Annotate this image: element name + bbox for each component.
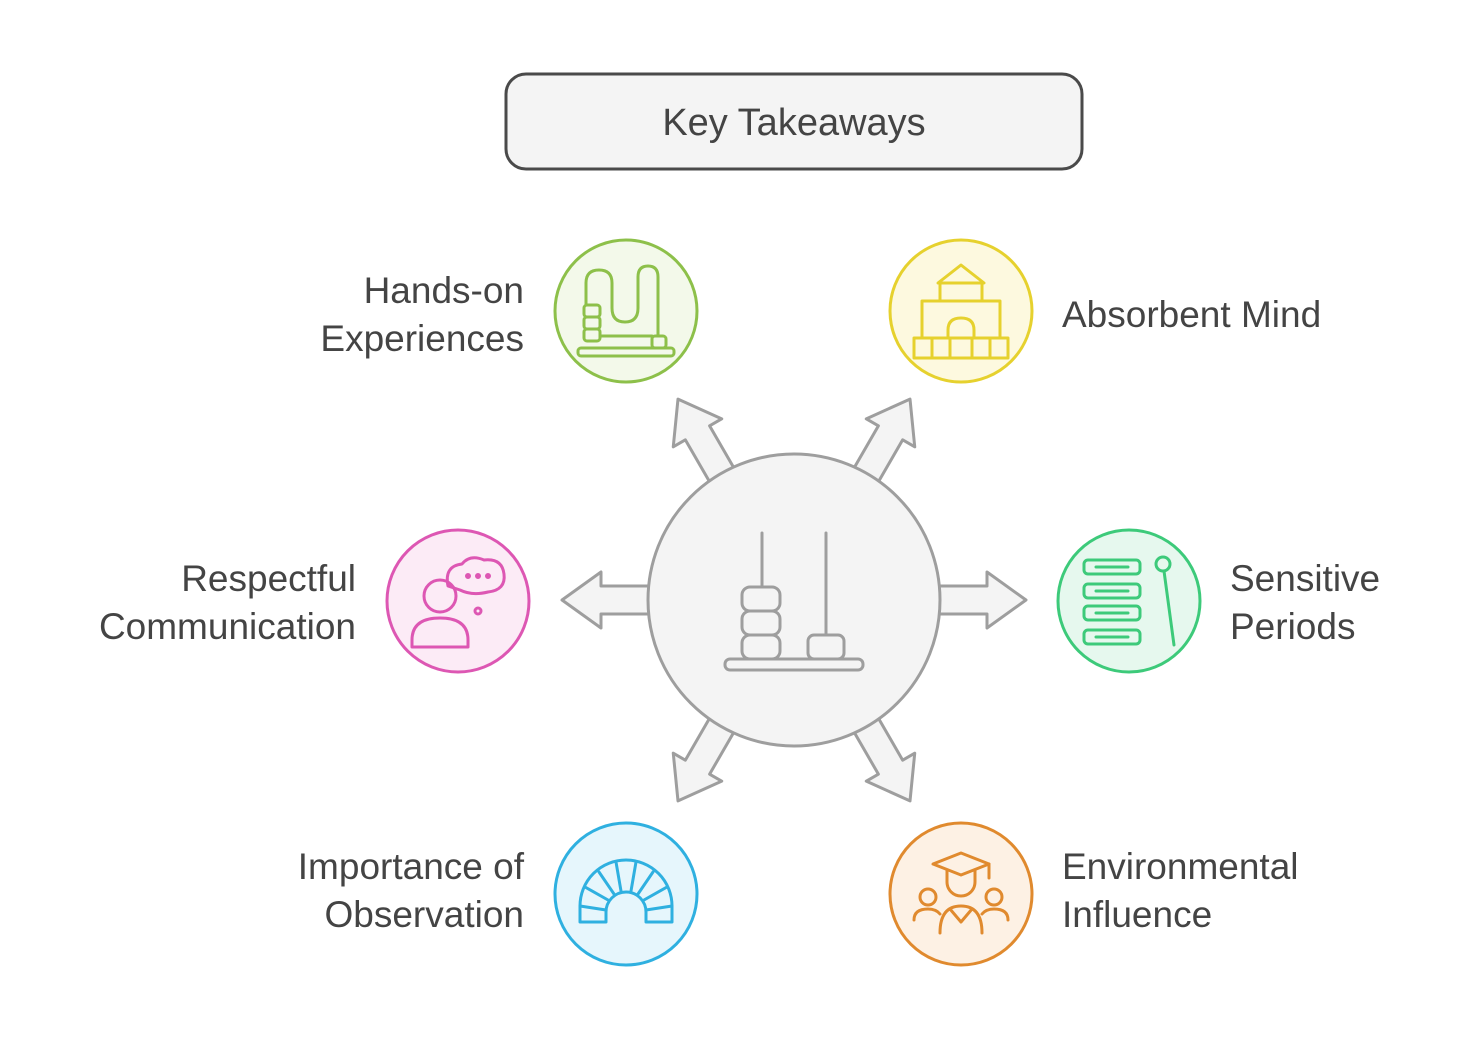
- toy-track-icon: [576, 264, 676, 358]
- label-environmental-line2: Influence: [1062, 894, 1212, 935]
- label-sensitive-line1: Sensitive: [1230, 558, 1380, 599]
- item-sensitive: Sensitive Periods: [1056, 528, 1380, 674]
- label-observation-line2: Observation: [325, 894, 525, 935]
- label-absorbent-line1: Absorbent Mind: [1062, 294, 1321, 335]
- label-observation-line1: Importance of: [298, 846, 525, 887]
- item-environmental: Environmental Influence: [888, 821, 1299, 967]
- stacking-rings-icon: [723, 531, 865, 672]
- xylophone-icon: [1082, 555, 1176, 647]
- label-sensitive-line2: Periods: [1230, 606, 1355, 647]
- label-hands-on-line2: Experiences: [320, 318, 524, 359]
- diagram-title: Key Takeaways: [662, 102, 925, 144]
- label-respectful-line2: Communication: [99, 606, 356, 647]
- item-respectful: Respectful Communication: [99, 528, 531, 674]
- label-respectful-line1: Respectful: [181, 558, 356, 599]
- label-environmental-line1: Environmental: [1062, 846, 1299, 887]
- center-hub: [646, 452, 942, 748]
- title-box: Key Takeaways: [504, 72, 1084, 171]
- item-hands-on: Hands-on Experiences: [320, 238, 699, 384]
- graduate-group-icon: [912, 851, 1010, 935]
- item-observation: Importance of Observation: [298, 821, 699, 967]
- item-absorbent: Absorbent Mind: [888, 238, 1321, 384]
- rainbow-arch-icon: [578, 858, 674, 924]
- label-hands-on-line1: Hands-on: [364, 270, 524, 311]
- person-speech-bubble-icon: [410, 556, 506, 649]
- building-blocks-icon: [912, 263, 1010, 360]
